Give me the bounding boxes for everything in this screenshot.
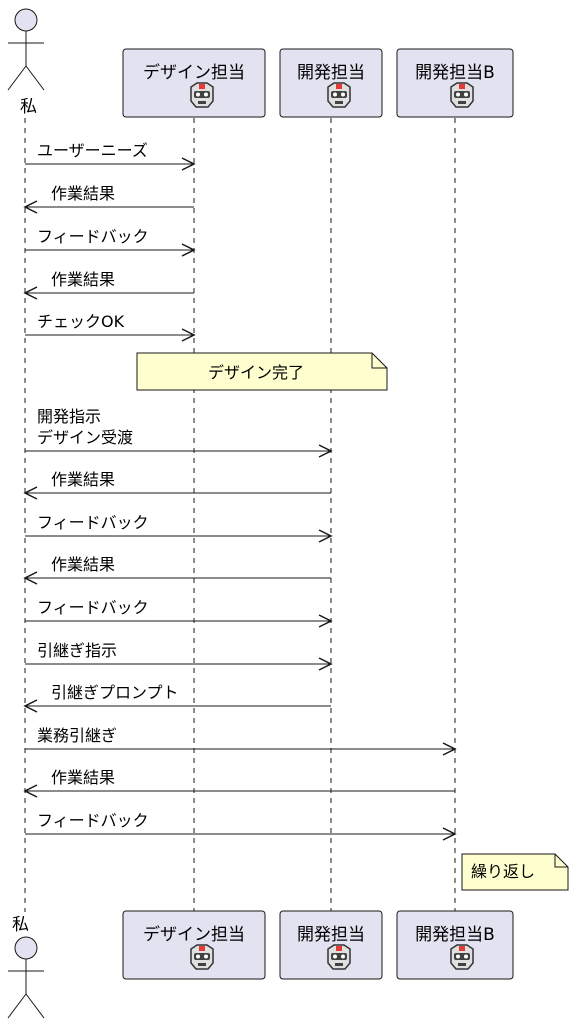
message-7: 作業結果 [23,470,331,500]
arrow-head-icon [181,157,196,171]
actor-label: 私 [20,97,37,117]
participant-design-bottom: デザイン担当 [122,910,266,980]
note-text: デザイン完了 [208,363,304,382]
arrow-head-icon [318,614,333,628]
actor-label: 私 [12,915,29,935]
message-5: チェックOK [25,312,196,342]
message-label: 作業結果 [51,555,115,574]
robot-icon [450,82,474,108]
message-4: 作業結果 [23,270,194,300]
arrow-head-icon [181,243,196,257]
robot-icon [327,82,351,108]
arrow-head-icon [23,784,38,798]
actor-bottom: 私 [7,915,45,1019]
message-label: 引継ぎ指示 [37,641,117,660]
message-3: フィードバック [25,227,196,257]
message-label: フィードバック [37,513,149,532]
message-12: 引継ぎプロンプト [23,683,331,713]
message-label: フィードバック [37,811,149,830]
message-label: 業務引継ぎ [37,726,117,745]
arrow-head-icon [442,742,457,756]
participant-label: デザイン担当 [143,62,245,83]
message-1: ユーザーニーズ [25,141,196,171]
message-label: チェックOK [37,312,125,331]
arrow-head-icon [318,529,333,543]
message-8: フィードバック [25,513,333,543]
message-9: 作業結果 [23,555,331,585]
message-label: 開発指示 [37,407,101,426]
message-label: 作業結果 [51,768,115,787]
participant-label: 開発担当B [415,63,495,83]
message-label: 作業結果 [51,270,115,289]
participant-label: 開発担当B [415,925,495,945]
message-15: フィードバック [25,811,457,841]
note-design-complete: デザイン完了 [136,352,388,391]
arrow-head-icon [442,827,457,841]
participant-devb-top: 開発担当B [396,48,514,118]
note-repeat: 繰り返し [461,853,569,891]
message-11: 引継ぎ指示 [25,641,333,671]
participant-devb-bottom: 開発担当B [396,910,514,980]
participant-label: 開発担当 [297,925,365,945]
stick-figure-icon [7,8,45,91]
robot-icon [190,944,214,970]
message-2: 作業結果 [23,184,194,214]
participant-label: 開発担当 [297,63,365,83]
message-label: 引継ぎプロンプト [51,683,179,702]
participant-design-top: デザイン担当 [122,48,266,118]
robot-icon [327,944,351,970]
participant-dev-top: 開発担当 [279,48,383,118]
arrow-head-icon [23,699,38,713]
message-label: 作業結果 [51,184,115,203]
message-14: 作業結果 [23,768,455,798]
message-label: フィードバック [37,598,149,617]
message-label: ユーザーニーズ [37,141,148,160]
message-label: デザイン受渡 [37,428,133,447]
message-13: 業務引継ぎ [25,726,457,756]
robot-icon [190,82,214,108]
arrow-head-icon [23,286,38,300]
message-10: フィードバック [25,598,333,628]
message-label: 作業結果 [51,470,115,489]
message-label: フィードバック [37,227,149,246]
robot-icon [450,944,474,970]
participant-dev-bottom: 開発担当 [279,910,383,980]
messages: ユーザーニーズ作業結果フィードバック作業結果チェックOK開発指示デザイン受渡作業… [23,141,457,841]
arrow-head-icon [23,200,38,214]
participant-label: デザイン担当 [143,924,245,945]
arrow-head-icon [23,571,38,585]
arrow-head-icon [181,328,196,342]
arrow-head-icon [318,657,333,671]
stick-figure-icon [7,936,45,1019]
arrow-head-icon [23,486,38,500]
arrow-head-icon [318,444,333,458]
note-text: 繰り返し [471,862,535,881]
actor-top: 私 [7,8,45,117]
